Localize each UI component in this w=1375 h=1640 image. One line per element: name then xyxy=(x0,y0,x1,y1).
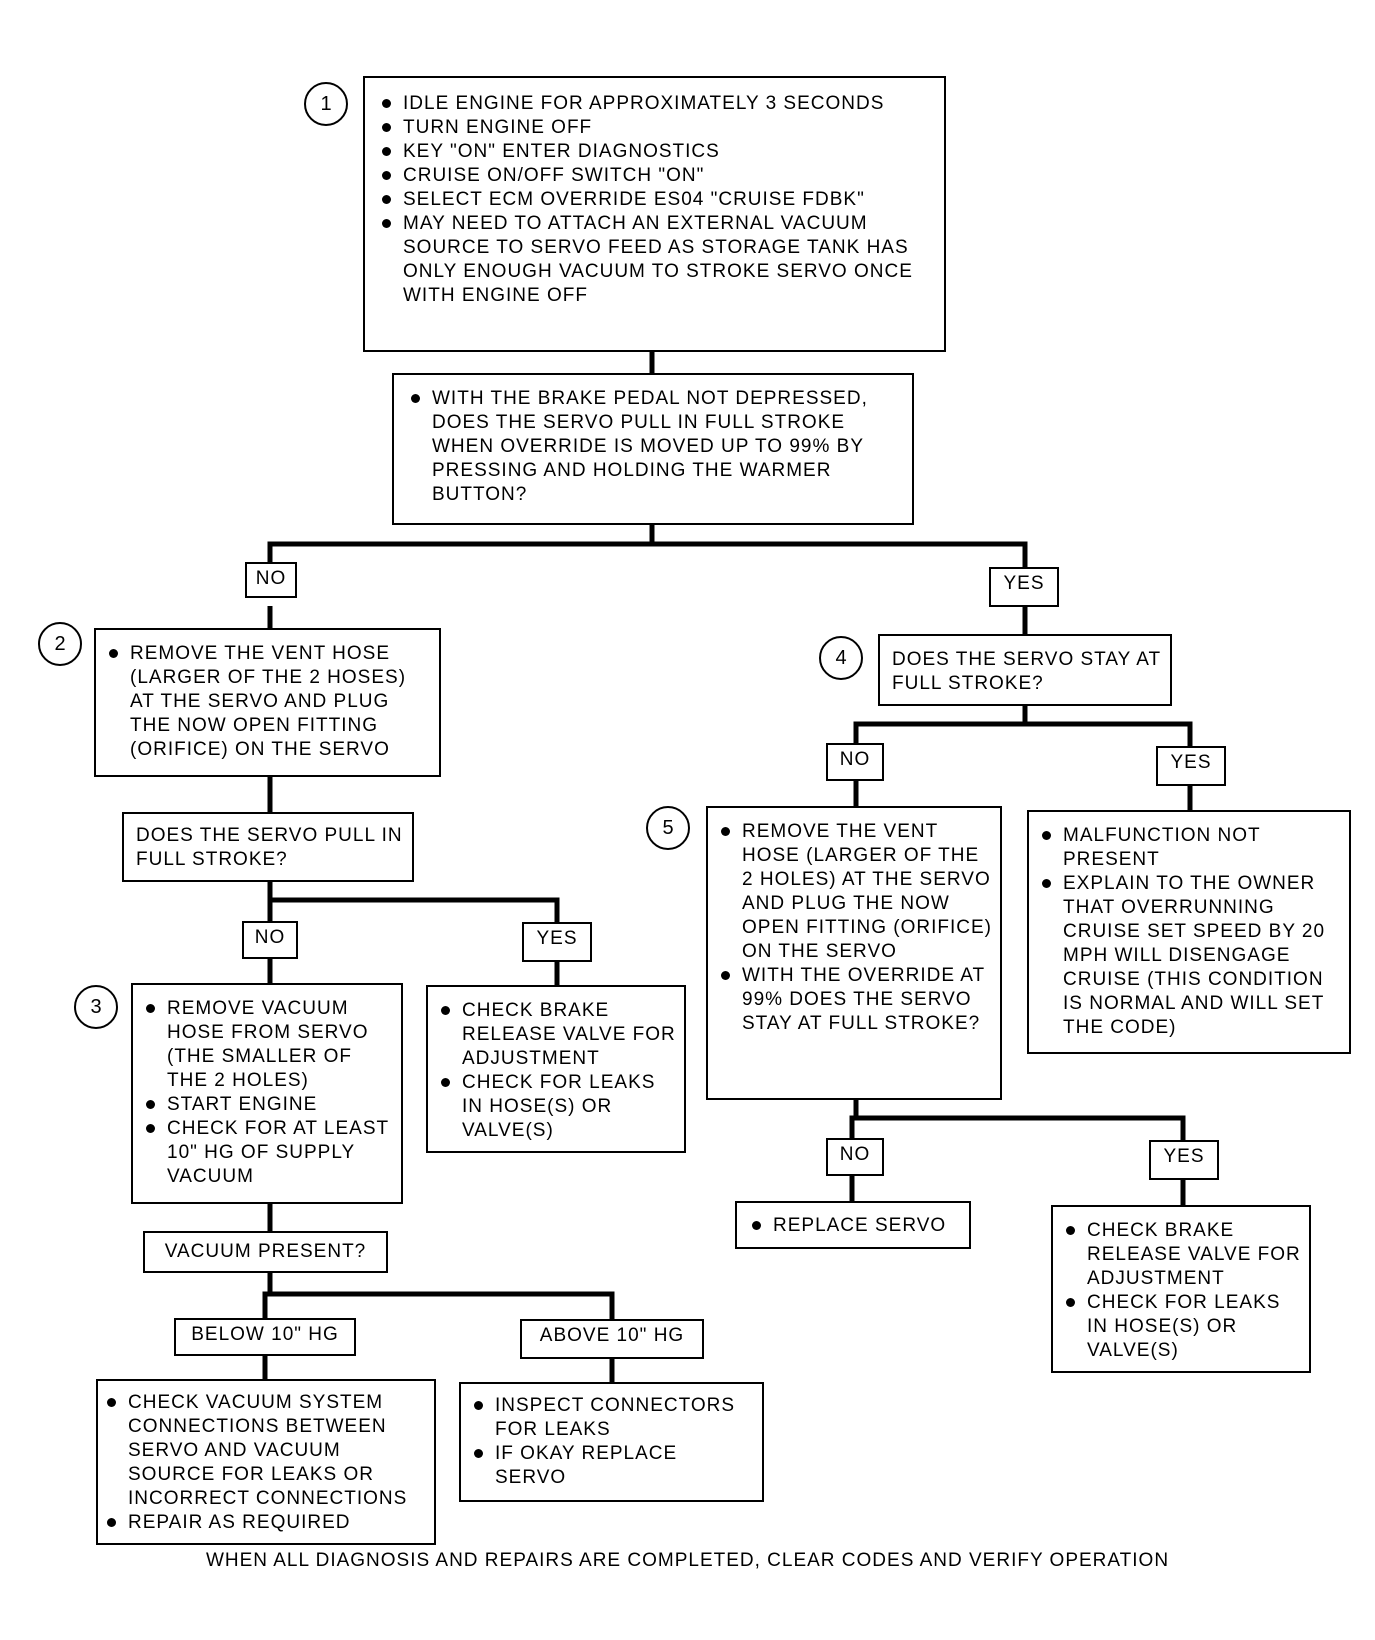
step-5-item: WITH THE OVERRIDE AT 99% DOES THE SERVO … xyxy=(718,964,994,1036)
step-1-box: IDLE ENGINE FOR APPROXIMATELY 3 SECONDS … xyxy=(363,76,946,352)
check-brake-box: CHECK BRAKE RELEASE VALVE FOR ADJUSTMENT… xyxy=(426,985,686,1153)
branch-no-label: NO xyxy=(242,921,298,959)
branch-no-label: NO xyxy=(826,1138,884,1176)
step-5-marker: 5 xyxy=(646,806,690,850)
above-10hg-box: INSPECT CONNECTORS FOR LEAKS IF OKAY REP… xyxy=(459,1382,764,1502)
check-brake-item: CHECK BRAKE RELEASE VALVE FOR ADJUSTMENT xyxy=(438,999,676,1071)
step-1-item: CRUISE ON/OFF SWITCH "ON" xyxy=(379,164,934,188)
branch-no-label: NO xyxy=(826,743,884,781)
step-1-item: SELECT ECM OVERRIDE ES04 "CRUISE FDBK" xyxy=(379,188,934,212)
branch-above-label: ABOVE 10" HG xyxy=(520,1319,704,1359)
below-10hg-box: CHECK VACUUM SYSTEM CONNECTIONS BETWEEN … xyxy=(96,1379,436,1545)
question-4-box: DOES THE SERVO STAY AT FULL STROKE? xyxy=(878,634,1172,706)
above-10hg-item: INSPECT CONNECTORS FOR LEAKS xyxy=(471,1394,754,1442)
step-3-marker: 3 xyxy=(74,985,118,1029)
malfunction-item: EXPLAIN TO THE OWNER THAT OVERRUNNING CR… xyxy=(1039,872,1343,1040)
step-1-marker: 1 xyxy=(304,82,348,126)
question-1-box: WITH THE BRAKE PEDAL NOT DEPRESSED, DOES… xyxy=(392,373,914,525)
below-10hg-item: REPAIR AS REQUIRED xyxy=(104,1511,428,1535)
step-4-marker: 4 xyxy=(819,636,863,680)
step-1-item: IDLE ENGINE FOR APPROXIMATELY 3 SECONDS xyxy=(379,92,934,116)
connector-q2-branches xyxy=(267,897,560,925)
question-1-text: WITH THE BRAKE PEDAL NOT DEPRESSED, DOES… xyxy=(408,387,902,507)
branch-yes-label: YES xyxy=(1149,1140,1219,1180)
step-3-item: CHECK FOR AT LEAST 10" HG OF SUPPLY VACU… xyxy=(143,1117,393,1189)
check-brake-item: CHECK FOR LEAKS IN HOSE(S) OR VALVE(S) xyxy=(1063,1291,1301,1363)
replace-servo-box: REPLACE SERVO xyxy=(735,1201,971,1249)
replace-servo-text: REPLACE SERVO xyxy=(749,1214,963,1238)
step-2-marker: 2 xyxy=(38,622,82,666)
malfunction-item: MALFUNCTION NOT PRESENT xyxy=(1039,824,1343,872)
question-4-text: DOES THE SERVO STAY AT FULL STROKE? xyxy=(892,649,1161,694)
step-1-item: TURN ENGINE OFF xyxy=(379,116,934,140)
step-3-item: START ENGINE xyxy=(143,1093,393,1117)
check-brake-item: CHECK BRAKE RELEASE VALVE FOR ADJUSTMENT xyxy=(1063,1219,1301,1291)
malfunction-box: MALFUNCTION NOT PRESENT EXPLAIN TO THE O… xyxy=(1027,810,1351,1054)
step-5-box: REMOVE THE VENT HOSE (LARGER OF THE 2 HO… xyxy=(706,806,1002,1100)
connector-q1-branches xyxy=(267,541,1028,575)
step-3-box: REMOVE VACUUM HOSE FROM SERVO (THE SMALL… xyxy=(131,983,403,1204)
question-2-text: DOES THE SERVO PULL IN FULL STROKE? xyxy=(136,825,403,870)
question-3-box: VACUUM PRESENT? xyxy=(143,1231,388,1273)
connector-q4-branches xyxy=(853,721,1193,748)
connector-box5-branches xyxy=(849,1115,1186,1142)
step-1-item: MAY NEED TO ATTACH AN EXTERNAL VACUUM SO… xyxy=(379,212,934,308)
branch-yes-label: YES xyxy=(522,922,592,962)
question-2-box: DOES THE SERVO PULL IN FULL STROKE? xyxy=(122,812,414,882)
branch-yes-label: YES xyxy=(989,567,1059,607)
check-brake-box-right: CHECK BRAKE RELEASE VALVE FOR ADJUSTMENT… xyxy=(1051,1205,1311,1373)
step-3-item: REMOVE VACUUM HOSE FROM SERVO (THE SMALL… xyxy=(143,997,393,1093)
check-brake-item: CHECK FOR LEAKS IN HOSE(S) OR VALVE(S) xyxy=(438,1071,676,1143)
branch-below-label: BELOW 10" HG xyxy=(174,1318,356,1356)
below-10hg-item: CHECK VACUUM SYSTEM CONNECTIONS BETWEEN … xyxy=(104,1391,428,1511)
above-10hg-item: IF OKAY REPLACE SERVO xyxy=(471,1442,754,1490)
branch-no-label: NO xyxy=(245,562,297,598)
connector-q3-branches xyxy=(262,1291,615,1320)
branch-yes-label: YES xyxy=(1156,746,1226,786)
footer-note: WHEN ALL DIAGNOSIS AND REPAIRS ARE COMPL… xyxy=(205,1550,1170,1571)
step-1-item: KEY "ON" ENTER DIAGNOSTICS xyxy=(379,140,934,164)
step-5-item: REMOVE THE VENT HOSE (LARGER OF THE 2 HO… xyxy=(718,820,994,964)
step-2-item: REMOVE THE VENT HOSE (LARGER OF THE 2 HO… xyxy=(106,642,429,762)
step-2-box: REMOVE THE VENT HOSE (LARGER OF THE 2 HO… xyxy=(94,628,441,777)
